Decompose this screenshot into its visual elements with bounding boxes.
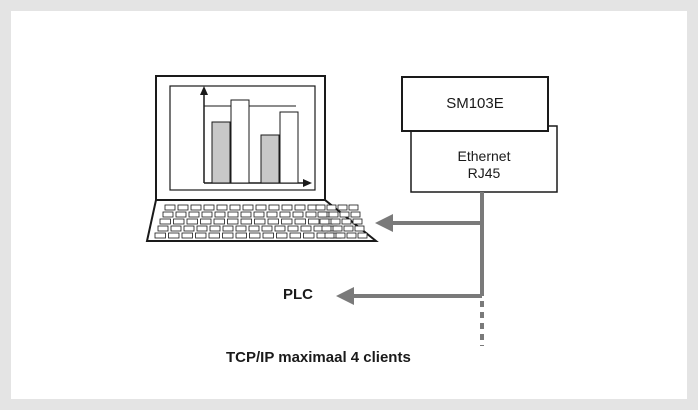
chart-x-arrow <box>303 179 312 187</box>
keyboard-key <box>261 225 273 232</box>
keyboard-key <box>262 232 274 239</box>
interface-box-line1: Ethernet <box>457 148 511 164</box>
keyboard-key <box>255 204 267 211</box>
keyboard-key <box>170 225 182 232</box>
keyboard-numpad-key <box>330 218 341 225</box>
keyboard-key <box>294 204 306 211</box>
keyboard-numpad-key <box>339 211 350 218</box>
keyboard-key <box>214 211 226 218</box>
keyboard-key <box>281 204 293 211</box>
keyboard-key <box>209 225 221 232</box>
keyboard-key <box>268 204 280 211</box>
keyboard-key <box>227 218 239 225</box>
keyboard-key <box>308 218 320 225</box>
keyboard-key <box>186 218 198 225</box>
keyboard-icon <box>154 204 368 239</box>
keyboard-key <box>281 218 293 225</box>
keyboard-key <box>183 225 195 232</box>
keyboard-numpad-key <box>332 225 343 232</box>
keyboard-key <box>229 204 241 211</box>
keyboard-numpad-key <box>315 204 326 211</box>
keyboard-key <box>253 211 265 218</box>
keyboard-key <box>208 232 220 239</box>
keyboard-key <box>300 225 312 232</box>
keyboard-key <box>201 211 213 218</box>
keyboard-key <box>195 232 207 239</box>
keyboard-numpad-key <box>346 232 357 239</box>
keyboard-key <box>203 204 215 211</box>
keyboard-key <box>274 225 286 232</box>
keyboard-numpad-key <box>354 225 365 232</box>
keyboard-numpad-key <box>321 225 332 232</box>
keyboard-key <box>216 204 228 211</box>
chart-bar-2 <box>230 99 250 184</box>
keyboard-key <box>294 218 306 225</box>
keyboard-key <box>305 211 317 218</box>
chart-bar-4 <box>279 111 299 184</box>
keyboard-numpad-key <box>335 232 346 239</box>
keyboard-numpad-key <box>317 211 328 218</box>
interface-box-line2: RJ45 <box>467 165 501 181</box>
keyboard-key <box>248 225 260 232</box>
keyboard-key <box>213 218 225 225</box>
keyboard-key <box>157 225 169 232</box>
keyboard-key <box>200 218 212 225</box>
keyboard-key <box>173 218 185 225</box>
keyboard-key <box>227 211 239 218</box>
keyboard-key <box>188 211 200 218</box>
keyboard-key <box>164 204 176 211</box>
network-label: TCP/IP maximaal 4 clients <box>226 349 411 366</box>
keyboard-key <box>177 204 189 211</box>
plc-arrow-head <box>336 287 354 305</box>
keyboard-key <box>222 232 234 239</box>
keyboard-numpad-key <box>350 211 361 218</box>
keyboard-key <box>279 211 291 218</box>
keyboard-key <box>159 218 171 225</box>
keyboard-key <box>154 232 166 239</box>
keyboard-key <box>222 225 234 232</box>
keyboard-numpad-key <box>337 204 348 211</box>
keyboard-key <box>254 218 266 225</box>
keyboard-key <box>196 225 208 232</box>
keyboard-key <box>190 204 202 211</box>
keyboard-key <box>242 204 254 211</box>
keyboard-key <box>249 232 261 239</box>
chart-y-arrow <box>200 86 208 95</box>
keyboard-key <box>240 218 252 225</box>
laptop-arrow-head <box>375 214 393 232</box>
keyboard-key <box>235 232 247 239</box>
chart-bar-1 <box>211 121 231 184</box>
keyboard-key <box>289 232 301 239</box>
module-box <box>401 76 549 132</box>
keyboard-key <box>162 211 174 218</box>
chart-bar-3 <box>260 134 280 184</box>
keyboard-key <box>175 211 187 218</box>
network-lines <box>336 192 484 346</box>
keyboard-numpad-key <box>319 218 330 225</box>
keyboard-numpad-key <box>341 218 352 225</box>
keyboard-key <box>235 225 247 232</box>
keyboard-numpad-key <box>357 232 368 239</box>
keyboard-numpad-key <box>324 232 335 239</box>
bar-chart-icon <box>200 86 312 187</box>
interface-box <box>410 125 558 193</box>
keyboard-numpad-key <box>343 225 354 232</box>
keyboard-key <box>303 232 315 239</box>
keyboard-key <box>292 211 304 218</box>
keyboard-numpad-key <box>352 218 363 225</box>
keyboard-key <box>276 232 288 239</box>
keyboard-key <box>266 211 278 218</box>
keyboard-numpad-key <box>326 204 337 211</box>
keyboard-numpad-key <box>348 204 359 211</box>
keyboard-numpad-key <box>328 211 339 218</box>
plc-label: PLC <box>283 286 313 303</box>
keyboard-key <box>287 225 299 232</box>
keyboard-key <box>168 232 180 239</box>
keyboard-key <box>181 232 193 239</box>
keyboard-key <box>240 211 252 218</box>
module-box-label: SM103E <box>446 95 504 112</box>
keyboard-key <box>267 218 279 225</box>
